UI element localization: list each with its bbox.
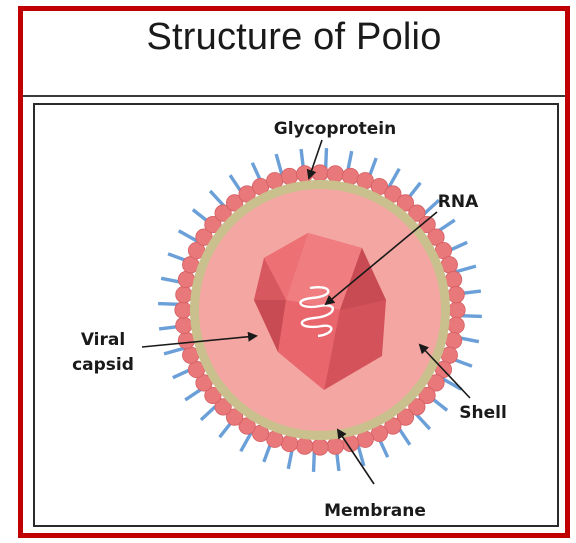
label-membrane: Membrane (324, 501, 426, 521)
membrane-bead (445, 271, 461, 287)
membrane-bead (175, 302, 191, 318)
membrane-bead (281, 168, 297, 184)
membrane-bead (176, 317, 192, 333)
label-viral-capsid-line1: Viral (81, 330, 125, 350)
membrane-bead (178, 332, 194, 348)
membrane-bead (327, 166, 343, 182)
membrane-bead (281, 435, 297, 451)
membrane-bead (312, 165, 328, 181)
membrane-bead (296, 438, 312, 454)
membrane-bead (342, 168, 358, 184)
label-viral-capsid-line2: capsid (72, 355, 134, 375)
membrane-bead (178, 271, 194, 287)
membrane-bead (312, 439, 328, 455)
label-rna: RNA (438, 192, 479, 212)
membrane-bead (327, 438, 343, 454)
label-shell: Shell (459, 403, 507, 423)
membrane-bead (445, 332, 461, 348)
membrane-bead (448, 317, 464, 333)
membrane-bead (176, 286, 192, 302)
membrane-bead (448, 286, 464, 302)
membrane-bead (449, 302, 465, 318)
label-glycoprotein: Glycoprotein (274, 119, 396, 139)
